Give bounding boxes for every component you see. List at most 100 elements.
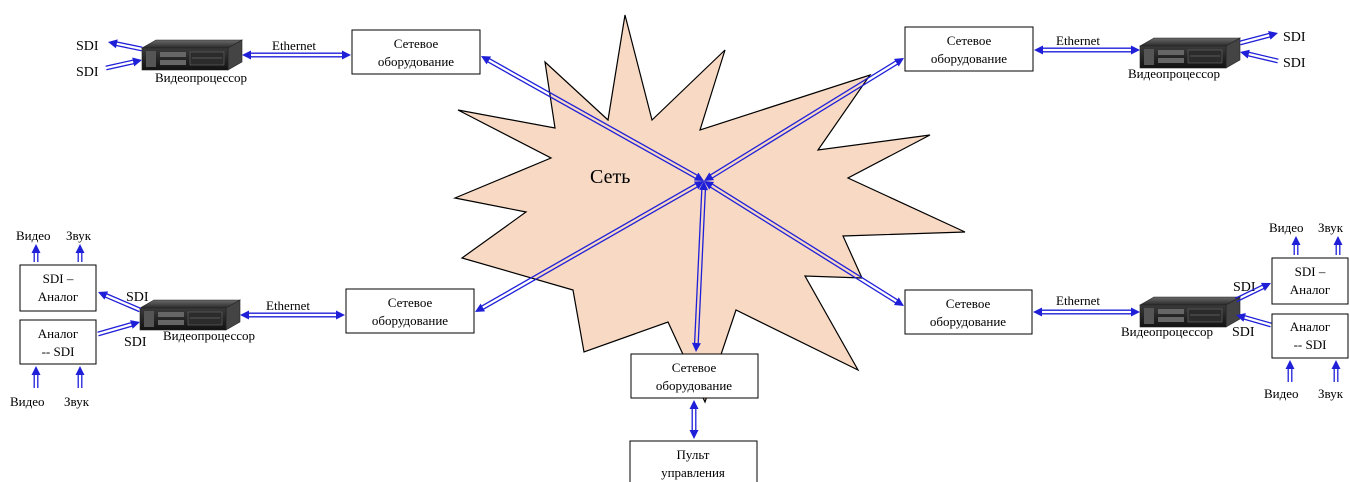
top-right-sdi-in-label: SDI	[1283, 56, 1306, 71]
link-center-line-2	[693, 187, 703, 345]
bl-network-equipment	[345, 288, 475, 334]
bl-sdi-analog-line1: SDI –	[43, 271, 74, 286]
bl-sdi-out-line-1	[104, 292, 141, 309]
network-cloud	[452, 14, 966, 404]
bl-video-top-label: Видео	[16, 228, 51, 243]
tl-sdi-out-line-1	[115, 41, 143, 48]
tr-sdi-out-line-1	[1240, 35, 1272, 46]
link-bottom-right-line-1	[710, 182, 900, 302]
link-top-right-line-2	[710, 62, 900, 180]
br-analog-sdi-line1: Аналог	[1290, 319, 1331, 334]
link-top-left-line-1	[485, 60, 698, 180]
bl-ethernet-head-end	[336, 310, 345, 320]
br-video-out-head-end	[1291, 236, 1301, 245]
connection-arrows	[31, 30, 1343, 439]
br-sound-bottom-label: Звук	[1318, 386, 1344, 401]
top-left-station: Видеопроцессор SDI SDI Ethernet Сетевое …	[76, 29, 481, 85]
br-sdi-analog-line1: SDI –	[1295, 264, 1326, 279]
bl-ethernet-head-start	[240, 310, 249, 320]
br-video-top-label: Видео	[1269, 220, 1304, 235]
bl-network-equipment-line1: Сетевое	[388, 295, 433, 310]
center-control-head-start	[689, 400, 699, 409]
bl-analog-sdi-line1: Аналог	[38, 326, 79, 341]
top-left-videoprocessor-label: Видеопроцессор	[155, 70, 247, 85]
bl-network-equipment-line2: оборудование	[372, 313, 448, 328]
tl-sdi-in-line-1	[106, 62, 136, 71]
top-left-network-equipment-line2: оборудование	[378, 54, 454, 69]
br-network-equipment-line2: оборудование	[930, 314, 1006, 329]
br-sdi-out-head-end	[1260, 282, 1271, 291]
center-control-head-end	[689, 430, 699, 439]
br-ethernet-label: Ethernet	[1056, 293, 1100, 308]
br-sound-top-label: Звук	[1318, 220, 1344, 235]
br-sound-out-head-end	[1333, 236, 1343, 245]
tl-sdi-out-line-2	[114, 44, 142, 52]
bl-sdi-in-label: SDI	[124, 335, 147, 350]
center-network-equipment-line2: оборудование	[656, 378, 732, 393]
bl-sdi-in-head-end	[130, 320, 140, 329]
bl-videoprocessor-label: Видеопроцессор	[163, 328, 255, 343]
bottom-left-station: Видео Звук SDI – Аналог Аналог -- SDI Ви…	[10, 228, 475, 409]
top-right-sdi-out-label: SDI	[1283, 30, 1306, 45]
link-top-right-head-end	[704, 172, 715, 181]
link-center-line-1	[697, 188, 707, 346]
br-videoprocessor-label: Видеопроцессор	[1121, 324, 1213, 339]
bl-sound-in-head-end	[75, 366, 85, 375]
bottom-right-station: Сетевое оборудование Ethernet Видеопроце…	[904, 220, 1349, 401]
br-sdi-out-line-2	[1234, 283, 1265, 299]
control-panel	[629, 440, 758, 482]
center-network-equipment	[630, 353, 759, 399]
link-bottom-left-line-2	[479, 182, 698, 308]
br-video-bottom-label: Видео	[1264, 386, 1299, 401]
br-analog-sdi-line2: -- SDI	[1294, 337, 1327, 352]
top-right-videoprocessor-label: Видеопроцессор	[1128, 66, 1220, 81]
link-top-left-head-start	[481, 56, 492, 65]
bl-sdi-out-head-end	[98, 291, 109, 300]
tl-sdi-in-head-end	[132, 57, 142, 67]
top-right-network-equipment	[904, 26, 1034, 72]
link-bottom-right-line-2	[708, 185, 898, 305]
br-ethernet-head-start	[1033, 307, 1042, 317]
br-network-equipment-line1: Сетевое	[946, 296, 991, 311]
tl-sdi-in-line-2	[105, 59, 135, 67]
bl-sdi-in-line-1	[98, 325, 134, 337]
tr-sdi-in-line-2	[1246, 54, 1278, 64]
tr-sdi-out-head-end	[1268, 30, 1278, 40]
top-right-network-equipment-line1: Сетевое	[947, 33, 992, 48]
link-top-left-head-end	[693, 172, 704, 181]
bl-sound-bottom-label: Звук	[64, 394, 90, 409]
network-label: Сеть	[590, 166, 630, 188]
tl-sdi-out-head-end	[108, 39, 118, 49]
center-network-equipment-line1: Сетевое	[672, 360, 717, 375]
bl-sdi-analog-line2: Аналог	[38, 289, 79, 304]
br-sdi-out-line-1	[1236, 287, 1266, 303]
br-analog-sdi-converter	[1271, 313, 1349, 359]
bl-analog-sdi-line2: -- SDI	[42, 344, 75, 359]
link-top-right-head-start	[893, 58, 904, 67]
tr-ethernet-head-start	[1034, 45, 1043, 55]
br-sdi-in-line-1	[1243, 314, 1272, 324]
bl-sound-out-head-end	[75, 244, 85, 253]
br-sdi-in-label: SDI	[1232, 325, 1255, 340]
top-right-server-icon	[1139, 37, 1241, 69]
br-ethernet-head-end	[1131, 307, 1140, 317]
tr-sdi-out-line-2	[1239, 32, 1271, 42]
tl-ethernet-head-end	[342, 50, 351, 60]
link-center-head-end	[699, 181, 709, 191]
bl-analog-sdi-converter	[19, 319, 97, 365]
bl-sdi-out-line-2	[103, 295, 140, 313]
bl-video-out-head-end	[31, 244, 41, 253]
br-sdi-in-line-2	[1242, 318, 1271, 328]
link-top-left-line-2	[487, 57, 700, 177]
link-bottom-left-head-start	[475, 303, 486, 312]
bl-sdi-out-label: SDI	[126, 290, 149, 305]
top-left-network-equipment-line1: Сетевое	[394, 36, 439, 51]
tr-ethernet-head-end	[1131, 45, 1140, 55]
bl-server-icon	[139, 299, 241, 331]
br-sdi-analog-converter	[1271, 257, 1349, 305]
top-right-ethernet-label: Ethernet	[1056, 33, 1100, 48]
top-left-sdi-out-label: SDI	[76, 39, 99, 54]
top-left-ethernet-label: Ethernet	[272, 38, 316, 53]
br-sdi-analog-line2: Аналог	[1290, 282, 1331, 297]
